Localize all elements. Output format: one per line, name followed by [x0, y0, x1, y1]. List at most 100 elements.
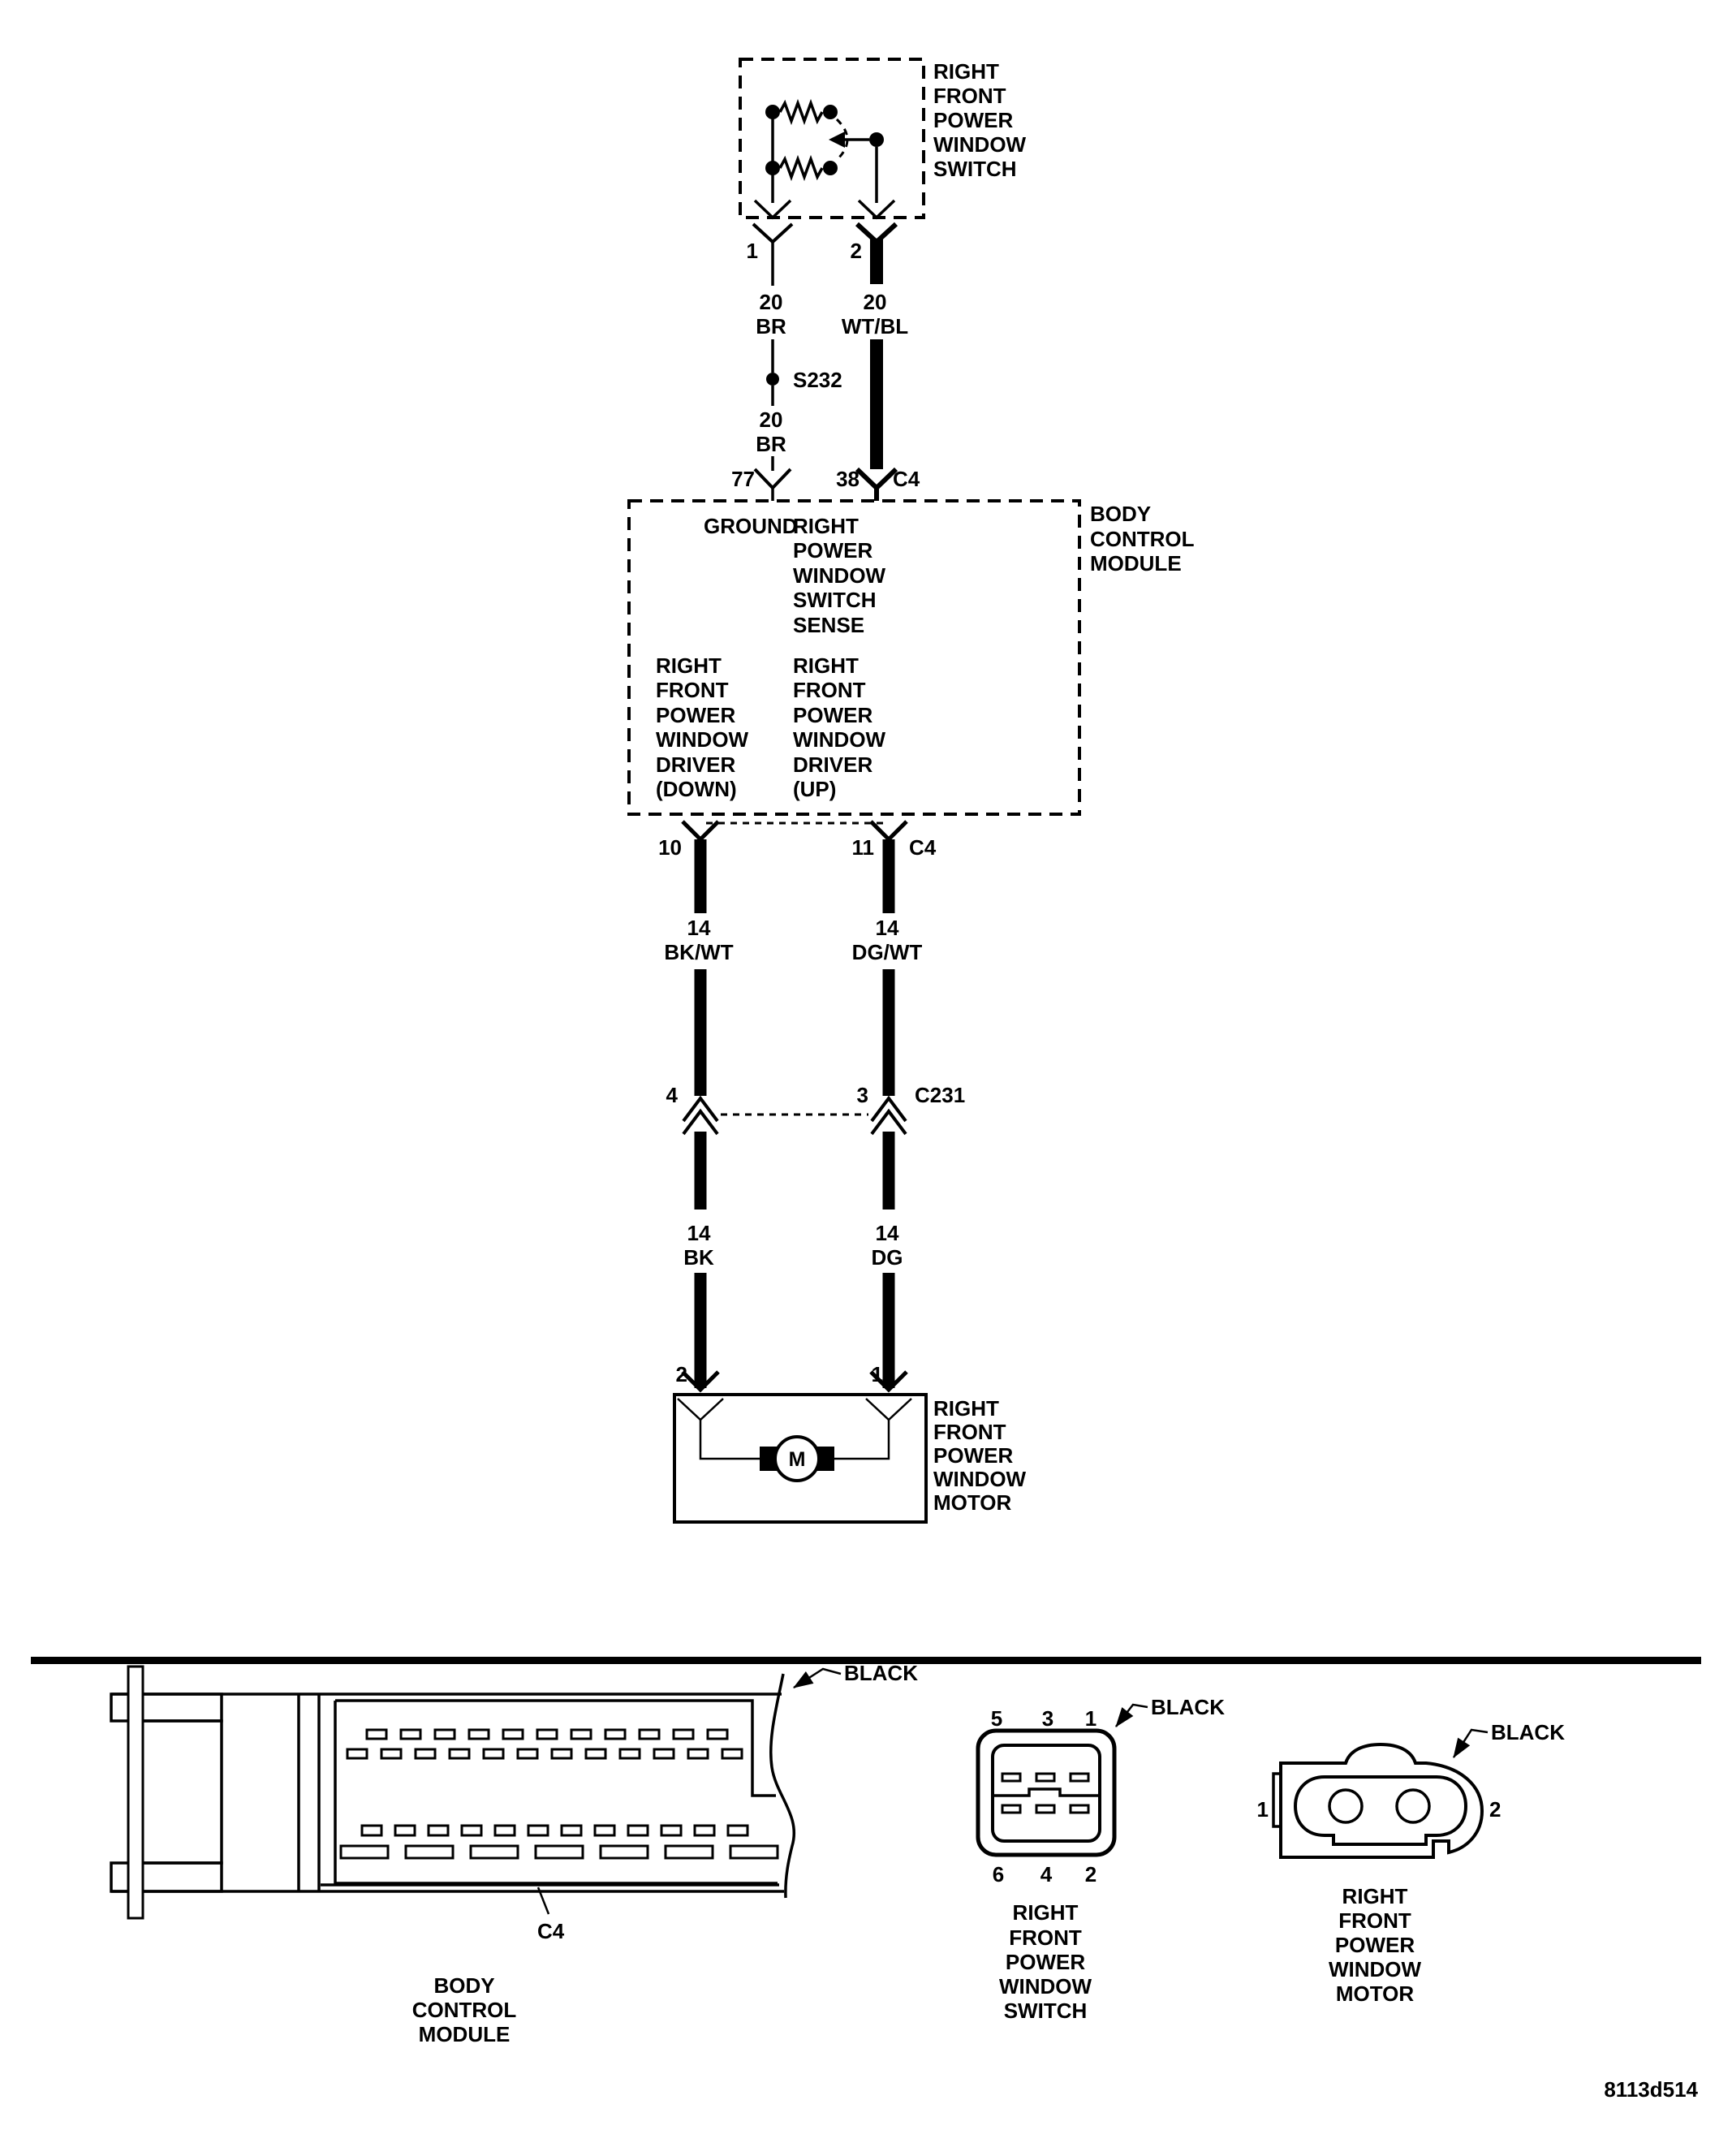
caption-line: POWER: [1335, 1933, 1415, 1957]
label-line: WINDOW: [933, 132, 1027, 157]
pin-number: 38: [836, 467, 860, 491]
connector-id-label: C4: [537, 1919, 565, 1943]
connector-view-motor: 1 2 BLACK RIGHT FRONT POWER WINDOW MOTOR: [1257, 1720, 1566, 2006]
wiper-travel-arc: [835, 118, 849, 162]
switch-pin-slots: [1001, 1772, 1090, 1814]
connector-color-label: BLACK: [844, 1661, 918, 1685]
wiper-pivot-dot: [869, 132, 884, 147]
latch-lever: [127, 1665, 144, 1920]
pin-number: 2: [1489, 1797, 1501, 1822]
pin-field-outline: [334, 1701, 778, 1885]
wire-gauge: 14: [876, 1221, 899, 1245]
caption-line: POWER: [1006, 1950, 1085, 1974]
pin-number: 4: [666, 1083, 679, 1107]
bcm-name-label: BODY CONTROL MODULE: [1090, 502, 1195, 576]
pin-number: 77: [731, 467, 755, 491]
label-line: RIGHT: [933, 59, 999, 84]
female-terminal-icon: [677, 1398, 724, 1421]
female-terminal-icon: [865, 1398, 912, 1421]
wire-gauge: 14: [687, 916, 711, 940]
label-line: WINDOW: [793, 563, 886, 588]
connector-color-label: BLACK: [1491, 1720, 1565, 1744]
label-line: SWITCH: [933, 157, 1017, 181]
black-leader-arrow-icon: [1452, 1728, 1489, 1758]
caption-line: FRONT: [1338, 1908, 1411, 1933]
inline-connector-chevron-icon: [682, 1108, 719, 1136]
label-line: SWITCH: [793, 588, 877, 612]
motor-symbol-icon: [773, 1435, 821, 1482]
pin-hole: [1328, 1788, 1364, 1824]
label-line: RIGHT: [793, 514, 859, 538]
bcm-fn-driver-down: RIGHT FRONT POWER WINDOW DRIVER (DOWN): [656, 653, 749, 801]
male-terminal-icon: [752, 222, 794, 244]
inline-connector-chevron-icon: [682, 1095, 719, 1123]
connector-label: C231: [915, 1083, 965, 1107]
switch-name-label: RIGHT FRONT POWER WINDOW SWITCH: [933, 59, 1027, 181]
label-line: (UP): [793, 777, 836, 801]
resistor-symbol: [778, 154, 824, 182]
black-leader-arrow-icon: [793, 1667, 842, 1689]
male-terminal-icon: [869, 1370, 908, 1393]
motor-connector-caption: RIGHT FRONT POWER WINDOW MOTOR: [1329, 1884, 1422, 2006]
pin-number: 5: [991, 1706, 1002, 1731]
circuit-switch-to-bcm: 1 20 BR S232 20 BR 77 2 20 WT/BL 38 C4: [731, 222, 920, 501]
caption-line: RIGHT: [1342, 1884, 1408, 1908]
power-window-motor-box: M RIGHT FRONT POWER WINDOW MOTOR: [673, 1393, 1027, 1524]
connector-inner-slot: [1293, 1775, 1468, 1846]
caption-line: WINDOW: [999, 1974, 1092, 1999]
wire-color: BK/WT: [664, 940, 733, 964]
splice-dot: [766, 373, 779, 386]
label-line: CONTROL: [1090, 527, 1195, 551]
caption-line: WINDOW: [1329, 1957, 1422, 1981]
caption-line: MODULE: [419, 2022, 511, 2046]
label-line: SENSE: [793, 613, 864, 637]
bcm-fn-sense: RIGHT POWER WINDOW SWITCH SENSE: [793, 514, 886, 637]
bcm-fn-driver-up: RIGHT FRONT POWER WINDOW DRIVER (UP): [793, 653, 886, 801]
pin-slot-row-3: [360, 1824, 749, 1837]
label-line: POWER: [793, 703, 872, 727]
connector-view-switch: 5 3 1 6 4 2 BLACK RIGHT FRONT POWER WIND…: [976, 1695, 1225, 2023]
connector-inner-face: [991, 1744, 1101, 1843]
wire-color: BK: [683, 1245, 714, 1270]
caption-line: RIGHT: [1013, 1900, 1079, 1925]
female-terminal-icon: [753, 199, 792, 220]
label-line: POWER: [933, 1443, 1013, 1468]
switch-connector-caption: RIGHT FRONT POWER WINDOW SWITCH: [999, 1900, 1092, 2023]
pin-slot-row-4: [339, 1844, 779, 1860]
body-control-module-box: GROUND RIGHT POWER WINDOW SWITCH SENSE R…: [627, 499, 1195, 816]
caption-line: SWITCH: [1004, 1999, 1088, 2023]
contact-dot: [823, 161, 838, 175]
motor-internal-wire: [834, 1420, 890, 1460]
pin-number: 3: [857, 1083, 868, 1107]
label-line: MODULE: [1090, 551, 1182, 576]
wire-color: BR: [756, 432, 786, 456]
pin-number: 4: [1040, 1862, 1053, 1886]
label-line: MOTOR: [933, 1490, 1012, 1515]
pin-slot-row-1: [365, 1728, 729, 1740]
connector-outer-shell: [976, 1728, 1117, 1857]
wire-gauge: 14: [687, 1221, 711, 1245]
caption-line: MOTOR: [1336, 1981, 1415, 2006]
pin-number: 1: [872, 1362, 883, 1386]
label-line: BODY: [1090, 502, 1151, 526]
inline-connector-chevron-icon: [870, 1108, 907, 1136]
label-line: DRIVER: [656, 752, 735, 777]
label-line: RIGHT: [933, 1396, 999, 1421]
wire-gauge: 20: [760, 290, 783, 314]
resistor-symbol: [778, 98, 824, 126]
pin-number: 3: [1042, 1706, 1053, 1731]
latch-window: [140, 1719, 223, 1865]
label-line: WINDOW: [793, 727, 886, 752]
female-terminal-icon: [857, 199, 896, 220]
bcm-fn-ground: GROUND: [704, 514, 798, 538]
pin-number: 1: [747, 239, 758, 263]
wire-color: DG: [872, 1245, 903, 1270]
motor-box-outline: [673, 1393, 928, 1524]
connector-label: C4: [909, 835, 937, 860]
male-terminal-icon: [681, 1370, 720, 1393]
connector-color-label: BLACK: [1151, 1695, 1225, 1719]
motor-name-label: RIGHT FRONT POWER WINDOW MOTOR: [933, 1396, 1027, 1515]
pin-slot-row-2: [346, 1748, 743, 1760]
bcm-connector-caption: BODY CONTROL MODULE: [412, 1973, 517, 2046]
